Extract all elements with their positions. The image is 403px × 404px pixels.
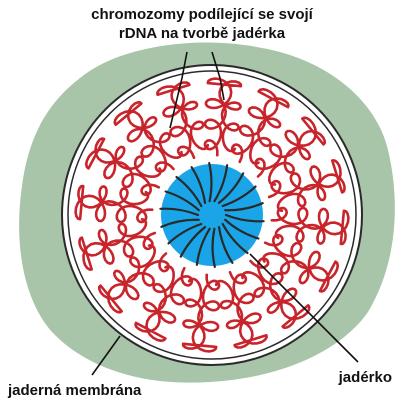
label-chromosomes-line2: rDNA na tvorbě jadérka	[119, 25, 286, 42]
label-chromosomes-line1: chromozomy podílející se svojí	[91, 6, 314, 23]
label-nucleolus: jadérko	[338, 369, 392, 386]
label-nuclear-membrane: jaderná membrána	[7, 382, 142, 399]
